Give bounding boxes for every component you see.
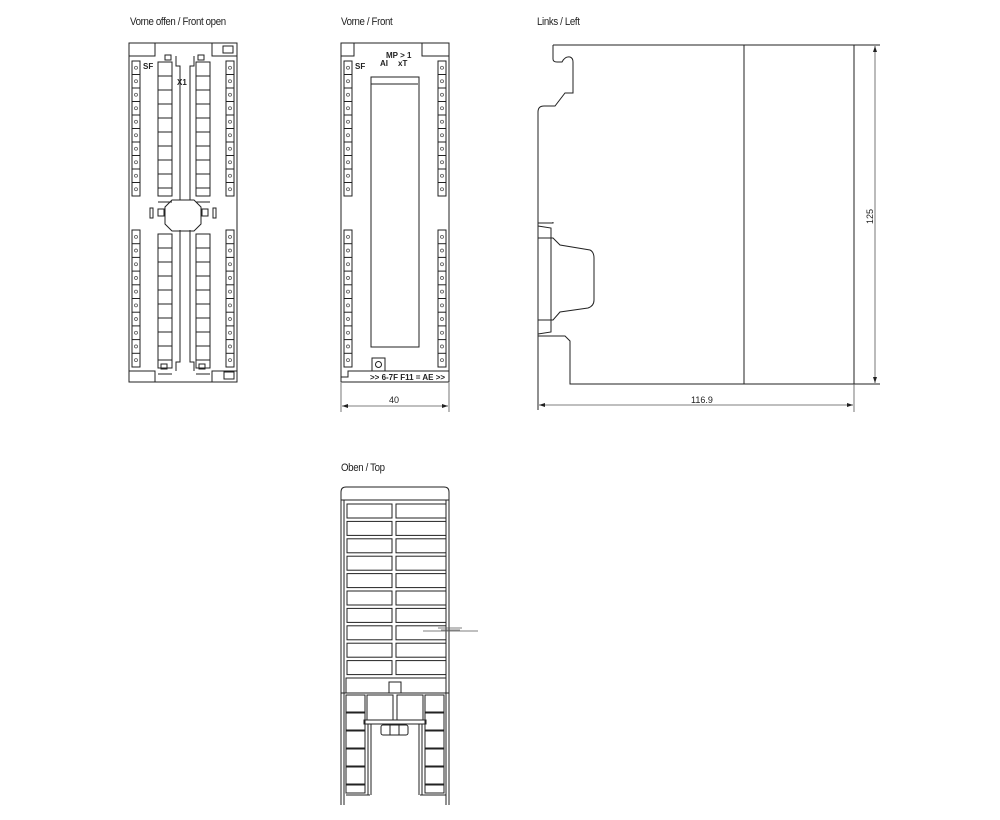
led-label-sf-front: SF [355, 62, 365, 71]
top-view [340, 486, 478, 805]
view-title-top: Oben / Top [341, 462, 385, 474]
label-ai: AI [380, 59, 388, 68]
view-title-front-open: Vorne offen / Front open [130, 16, 226, 28]
label-bottom: >> 6-7F F11 = AE >> [370, 373, 445, 382]
view-title-front: Vorne / Front [341, 16, 393, 28]
left-view: 116.9 125 [537, 44, 880, 412]
front-view: SF MP > 1 AI xT >> 6-7F F11 = AE >> 40 [340, 42, 450, 412]
dimension-depth: 116.9 [691, 395, 713, 405]
front-open-view: X1 SF [128, 42, 238, 383]
label-mp: MP > 1 [386, 51, 412, 60]
led-label-sf: SF [143, 62, 153, 71]
view-title-left: Links / Left [537, 16, 580, 28]
label-xt: xT [398, 59, 407, 68]
dimension-height: 125 [865, 209, 875, 224]
dimension-width: 40 [389, 395, 399, 405]
connector-label-x1: X1 [177, 78, 187, 87]
